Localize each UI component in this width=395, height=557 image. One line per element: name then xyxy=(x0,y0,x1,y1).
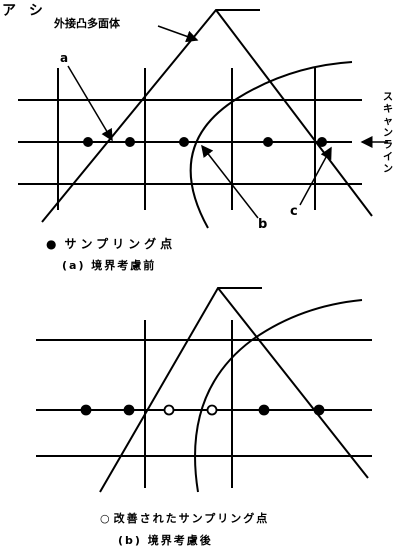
legend-b-text: 改善されたサンプリング点 xyxy=(113,512,270,525)
header-fragment: ア シ xyxy=(2,3,47,19)
circumscribed-polyhedron-a xyxy=(41,9,373,223)
sample-point-2-a xyxy=(125,137,135,147)
legend-a: ● サンプリング点 xyxy=(46,238,176,250)
improved-sample-point-1-b xyxy=(163,404,175,416)
polyhedron-label: 外接凸多面体 xyxy=(54,17,120,30)
c-pointer-line xyxy=(299,146,332,206)
legend-b: ○改善されたサンプリング点 xyxy=(100,513,269,524)
sample-point-1-a xyxy=(83,137,93,147)
boundary-arc-a xyxy=(189,61,353,229)
sample-points-b xyxy=(80,404,325,416)
improved-sample-point-2-b xyxy=(206,404,218,416)
panel-a xyxy=(18,9,388,229)
polyhedron-pointer-arrow xyxy=(157,25,199,43)
panel-b xyxy=(36,287,372,493)
a-pointer-line xyxy=(67,65,113,142)
sample-point-3-b xyxy=(258,404,270,416)
boundary-arc-b xyxy=(194,299,363,493)
b-pointer-line xyxy=(201,144,259,219)
sample-point-5-a xyxy=(317,137,327,147)
sample-point-4-b xyxy=(313,404,325,416)
circumscribed-polyhedron-b xyxy=(99,287,369,493)
scanline-label: スキャンライン xyxy=(383,92,393,175)
label-b: b xyxy=(258,217,268,232)
sample-points-a xyxy=(83,137,327,147)
caption-b: (b) 境界考慮後 xyxy=(118,534,213,547)
sample-point-2-b xyxy=(123,404,135,416)
label-a: a xyxy=(60,51,69,65)
legend-a-text: サンプリング点 xyxy=(64,237,177,251)
sample-point-3-a xyxy=(179,137,189,147)
caption-a: (a) 境界考慮前 xyxy=(62,259,157,272)
open-dot-icon: ○ xyxy=(100,512,110,525)
sample-point-1-b xyxy=(80,404,92,416)
sample-point-4-a xyxy=(263,137,273,147)
label-c: c xyxy=(290,204,298,219)
filled-dot-icon: ● xyxy=(46,237,57,251)
